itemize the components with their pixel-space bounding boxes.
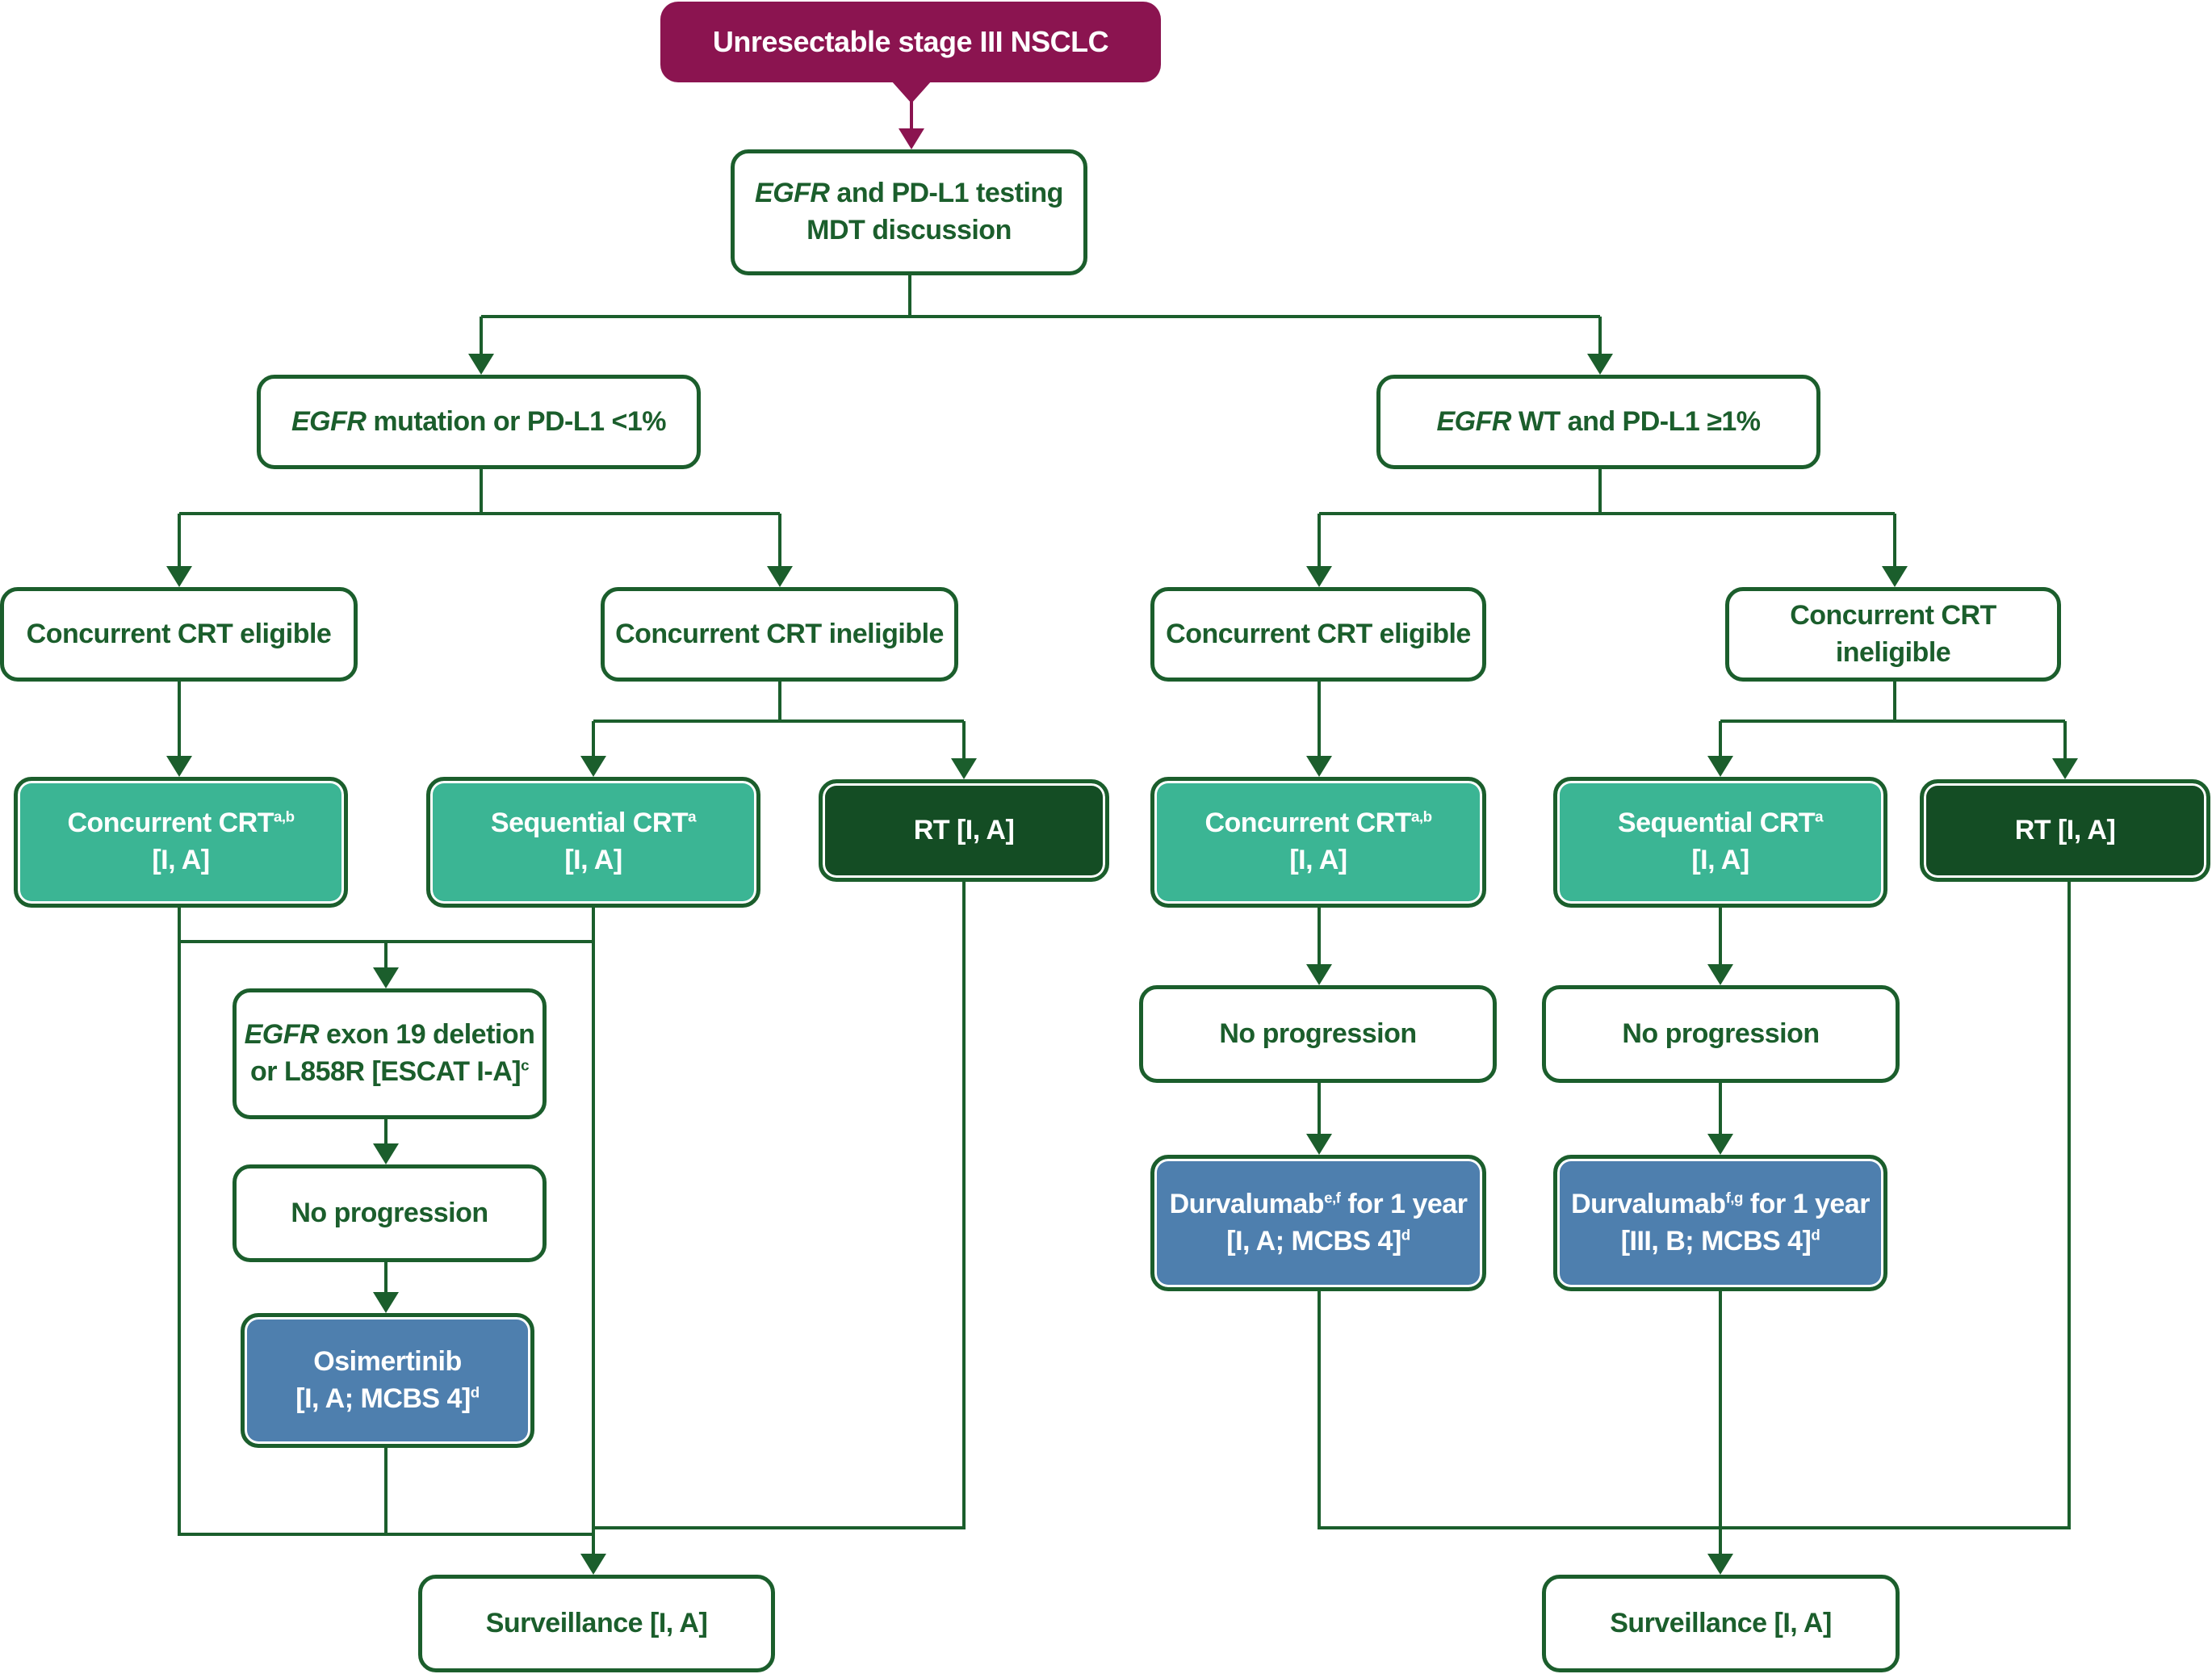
arrow-head <box>166 756 192 777</box>
arrow-head <box>767 566 793 587</box>
left-rt-return-line <box>593 882 966 1529</box>
root-pointer <box>891 81 932 103</box>
arrow-head <box>373 967 399 988</box>
left-surveillance-node: Surveillance [I, A] <box>418 1575 775 1672</box>
left-concurrent-return-line <box>178 942 593 1536</box>
durvalumab-ineligible-node: Durvalumabf,g for 1 year [III, B; MCBS 4… <box>1553 1155 1887 1291</box>
right-eligible-no-progression-node: No progression <box>1139 985 1497 1083</box>
egfr-exon-node: EGFR exon 19 deletion or L858R [ESCAT I-… <box>233 988 547 1119</box>
arrow-head <box>1707 964 1733 985</box>
osimertinib-node: Osimertinib [I, A; MCBS 4]d <box>241 1313 534 1448</box>
right-branch-node: EGFR WT and PD-L1 ≥1% <box>1376 375 1820 469</box>
left-crt-eligible-node: Concurrent CRT eligible <box>0 587 358 682</box>
arrow-head <box>1306 756 1332 777</box>
left-branch-node: EGFR mutation or PD-L1 <1% <box>257 375 701 469</box>
left-sequential-crt-node: Sequential CRTa [I, A] <box>426 777 760 908</box>
left-crt-ineligible-node: Concurrent CRT ineligible <box>601 587 958 682</box>
arrow-head <box>2052 758 2078 779</box>
right-return-line <box>1318 882 2071 1529</box>
to-left-surveillance-arrow <box>580 1554 606 1575</box>
arrow-head <box>580 756 606 777</box>
right-crt-eligible-node: Concurrent CRT eligible <box>1150 587 1486 682</box>
durvalumab-eligible-node: Durvalumabe,f for 1 year [I, A; MCBS 4]d <box>1150 1155 1486 1291</box>
arrow-head <box>1306 1134 1332 1155</box>
arrow-head <box>1707 1134 1733 1155</box>
arrow-head <box>1587 354 1613 375</box>
root-node: Unresectable stage III NSCLC <box>660 2 1161 82</box>
arrow-head <box>373 1292 399 1313</box>
arrow-head <box>1306 566 1332 587</box>
right-concurrent-crt-node: Concurrent CRTa,b [I, A] <box>1150 777 1486 908</box>
right-sequential-crt-node: Sequential CRTa [I, A] <box>1553 777 1887 908</box>
arrow-head <box>1306 964 1332 985</box>
left-no-progression-node: No progression <box>233 1164 547 1262</box>
testing-node: EGFR and PD-L1 testing MDT discussion <box>731 149 1087 275</box>
right-ineligible-no-progression-node: No progression <box>1542 985 1900 1083</box>
arrow-head <box>1707 756 1733 777</box>
right-surveillance-node: Surveillance [I, A] <box>1542 1575 1900 1672</box>
arrow-head <box>468 354 494 375</box>
arrow-head <box>951 758 977 779</box>
left-concurrent-crt-node: Concurrent CRTa,b [I, A] <box>14 777 348 908</box>
arrow-head <box>373 1143 399 1164</box>
arrow-head <box>1882 566 1908 587</box>
arrow-head <box>899 128 924 149</box>
to-right-surveillance-arrow <box>1707 1554 1733 1575</box>
right-rt-node: RT [I, A] <box>1920 779 2210 882</box>
left-rt-node: RT [I, A] <box>819 779 1109 882</box>
right-crt-ineligible-node: Concurrent CRT ineligible <box>1725 587 2061 682</box>
arrow-head <box>166 566 192 587</box>
